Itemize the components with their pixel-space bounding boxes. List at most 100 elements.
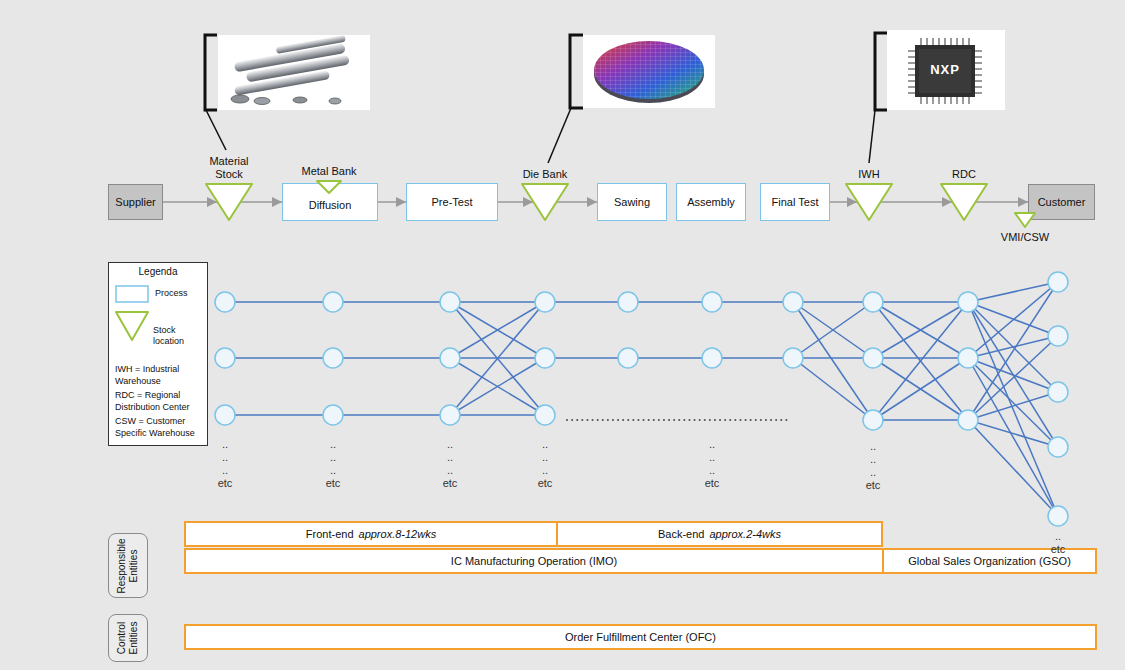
triangle-shape	[846, 184, 892, 220]
process-name: Sawing	[614, 196, 650, 209]
legend-title: Legenda	[109, 266, 207, 278]
text-group: Back-endapprox.2-4wks	[658, 528, 781, 541]
network-link	[545, 357, 628, 359]
network-link	[873, 302, 968, 420]
stock-triangle: Metal Bank	[316, 180, 342, 194]
flow-arrow	[241, 201, 282, 203]
stock-label: IWH	[858, 168, 879, 181]
network-circle	[1048, 506, 1068, 526]
network-link	[225, 301, 333, 303]
flow-arrow	[163, 201, 217, 203]
network-link	[793, 357, 873, 359]
continuation-note: .. .. .. etc	[326, 438, 341, 490]
network-circle	[323, 348, 343, 368]
network-circle	[618, 348, 638, 368]
network-circle	[958, 292, 978, 312]
network-circle	[535, 348, 555, 368]
text-group: Diffusion	[309, 199, 352, 212]
network-link	[793, 301, 873, 303]
text-group: Customer	[1038, 196, 1086, 209]
legend-text: Stock location	[153, 325, 207, 347]
network-link	[968, 358, 1058, 516]
network-link	[225, 414, 333, 416]
entity-band: Front-end approx.8-12wks	[184, 521, 558, 547]
entity-heading: Control Entities	[116, 616, 140, 660]
network-circle	[1048, 326, 1068, 346]
network-link	[968, 392, 1058, 420]
stock-triangle: IWH	[845, 183, 893, 221]
continuation-note: .. .. .. etc	[866, 440, 881, 492]
network-circle	[702, 292, 722, 312]
network-circle	[440, 292, 460, 312]
network-link	[450, 302, 545, 415]
sample-triangle	[116, 312, 148, 340]
network-link	[968, 420, 1058, 516]
text-group: Sawing	[614, 196, 650, 209]
network-circle	[863, 292, 883, 312]
stock-triangle: VMI/CSW	[1014, 212, 1036, 228]
process-name: Assembly	[687, 196, 735, 209]
stock-label: Material Stock	[199, 155, 259, 181]
triangle-shape	[941, 184, 987, 220]
network-link	[628, 301, 712, 303]
network-circle	[958, 348, 978, 368]
network-link	[450, 358, 545, 415]
network-link	[968, 282, 1058, 358]
network-circle	[535, 292, 555, 312]
network-link	[968, 282, 1058, 302]
legend-note: IWH = Industrial Warehouse	[115, 363, 205, 387]
flow-arrow	[881, 201, 952, 203]
network-link	[333, 357, 450, 359]
network-circle	[618, 292, 638, 312]
stock-label: Metal Bank	[301, 165, 356, 178]
leader-line	[206, 108, 875, 163]
entity-name: approx.8-12wks	[359, 528, 437, 541]
network-link	[545, 301, 628, 303]
network-circle	[958, 410, 978, 430]
stock-triangle: Material Stock	[205, 183, 253, 221]
entity-name: Front-end	[306, 528, 354, 541]
network-link	[793, 302, 873, 358]
entity-band: Order Fulfillment Center (OFC)	[184, 624, 1097, 650]
flow-arrow	[498, 201, 533, 203]
network-circle	[440, 405, 460, 425]
callout-bracket	[205, 33, 887, 110]
legend-note: RDC = Regional Distribution Center	[115, 389, 205, 413]
triangle-outline	[845, 183, 893, 221]
network-circle	[863, 410, 883, 430]
network-link	[450, 302, 545, 415]
triangle-shape	[522, 184, 568, 220]
network-link	[873, 358, 968, 420]
network-link	[968, 282, 1058, 420]
network-link	[873, 302, 968, 358]
triangle-outline	[940, 183, 988, 221]
legend-stock-sample	[115, 311, 149, 341]
process-box: Diffusion Metal Bank	[282, 183, 378, 221]
network-link	[873, 302, 968, 358]
network-circle	[1048, 437, 1068, 457]
network-link	[968, 302, 1058, 516]
continuation-note: .. .. .. etc	[443, 438, 458, 490]
stock-label: RDC	[952, 168, 976, 181]
entity-band: Back-endapprox.2-4wks	[556, 521, 883, 547]
network-circle	[783, 348, 803, 368]
network-link	[793, 302, 873, 358]
network-circle	[783, 292, 803, 312]
entity-name: Order Fulfillment Center (OFC)	[565, 631, 716, 644]
legend-notes: IWH = Industrial WarehouseRDC = Regional…	[115, 363, 205, 441]
network-link	[712, 301, 793, 303]
terminal-box: Supplier	[108, 184, 163, 220]
network-circle	[215, 405, 235, 425]
entity-name: approx.2-4wks	[709, 528, 781, 541]
process-box: Final Test	[760, 183, 830, 221]
text-group: Order Fulfillment Center (OFC)	[565, 631, 716, 644]
text-group: Pre-Test	[432, 196, 473, 209]
process-box: Pre-Test	[406, 183, 498, 221]
triangle-shape	[206, 184, 252, 220]
triangle-shape	[1015, 213, 1035, 227]
network-circle	[1048, 382, 1068, 402]
network-link	[793, 358, 873, 420]
flow-arrow	[378, 201, 406, 203]
node-network	[215, 272, 1068, 526]
stock-label: VMI/CSW	[1001, 231, 1049, 244]
